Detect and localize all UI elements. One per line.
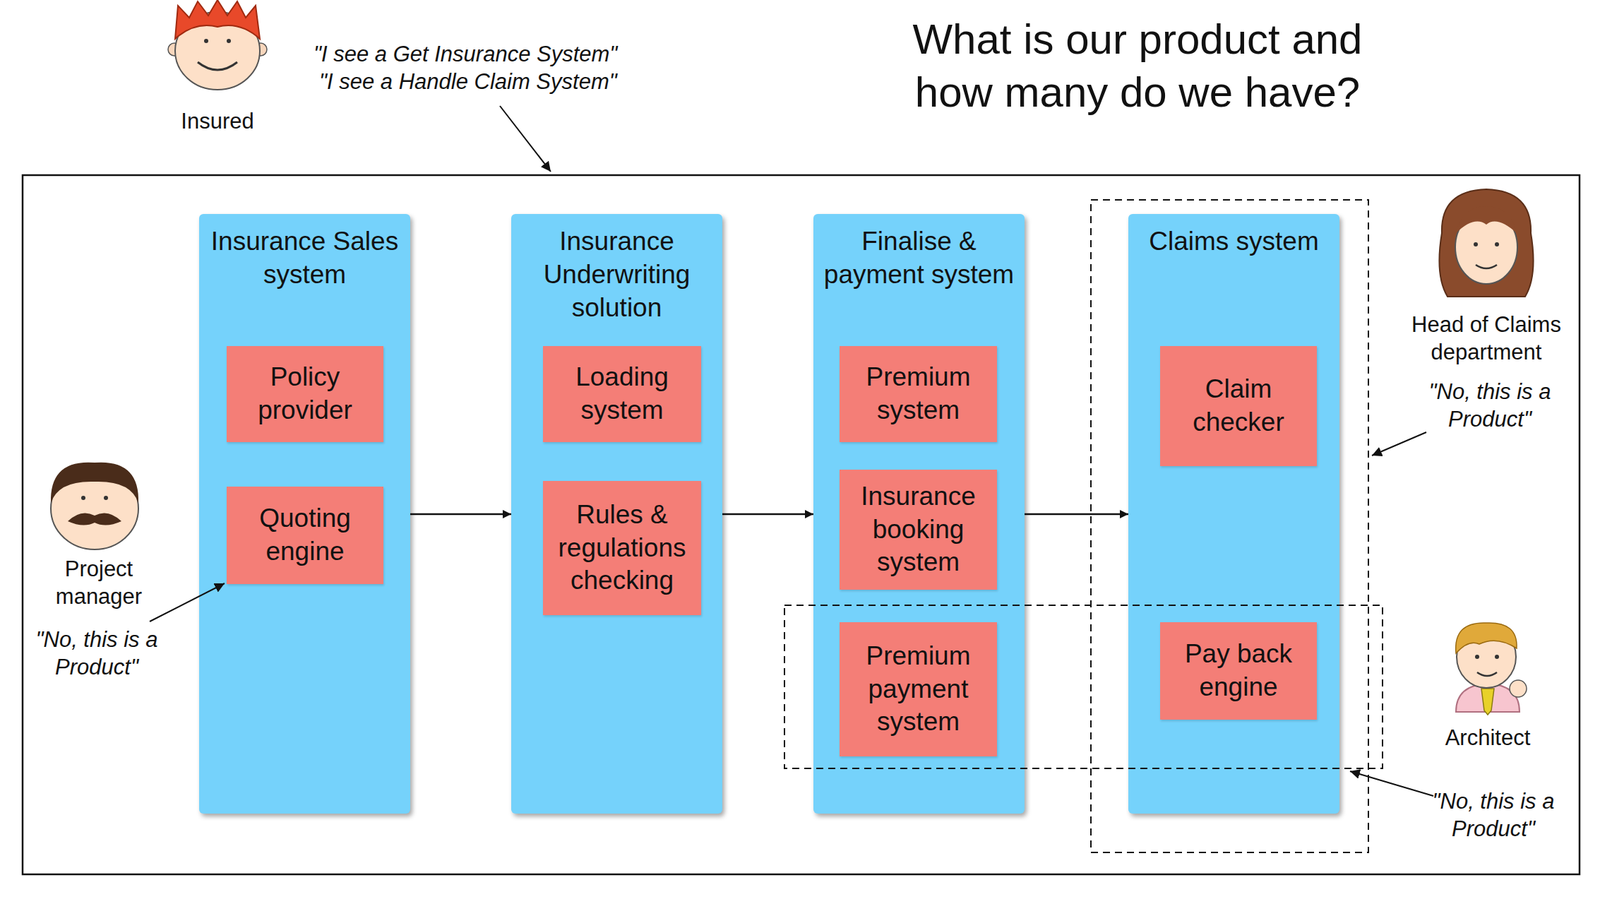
component-box: Claim checker <box>1160 345 1317 467</box>
person-label: Insured <box>146 107 289 135</box>
speech-quote: "I see a Handle Claim System" <box>319 67 687 96</box>
leader-arrow <box>1350 771 1434 796</box>
component-box: Quoting engine <box>226 486 384 584</box>
speech-quote: "No, this is a Product" <box>1426 377 1554 434</box>
column-heading: Insurance Sales system <box>199 213 411 292</box>
component-label: Pay back engine <box>1168 637 1309 704</box>
component-label: Rules & regulations checking <box>551 498 693 599</box>
system-column: Insurance Underwriting solutionLoading s… <box>511 213 723 814</box>
component-label: Insurance booking system <box>848 480 989 580</box>
component-label: Loading system <box>551 360 693 428</box>
component-box: Premium system <box>839 345 997 443</box>
dashed-product-boundary <box>1090 199 1369 853</box>
column-heading: Finalise & payment system <box>813 213 1025 292</box>
leader-arrow <box>1371 432 1427 456</box>
outer-frame <box>22 175 1580 875</box>
system-column: Insurance Sales systemPolicy providerQuo… <box>199 213 411 814</box>
system-column: Claims systemClaim checkerPay back engin… <box>1128 213 1340 814</box>
flow-arrow <box>1024 513 1129 516</box>
component-box: Rules & regulations checking <box>542 480 702 616</box>
component-box: Pay back engine <box>1160 622 1317 720</box>
speech-quote: "No, this is a Product" <box>33 625 161 682</box>
component-label: Claim checker <box>1168 372 1309 440</box>
component-box: Policy provider <box>226 345 384 443</box>
column-heading: Insurance Underwriting solution <box>511 213 723 325</box>
leader-arrow <box>149 583 225 622</box>
leader-arrow <box>499 105 551 172</box>
component-box: Premium payment system <box>839 622 997 757</box>
column-heading: Claims system <box>1128 213 1340 259</box>
insured-figure <box>168 0 267 90</box>
component-label: Premium system <box>848 360 989 428</box>
head-of-claims-figure <box>1439 189 1533 297</box>
component-label: Quoting engine <box>235 502 375 569</box>
speech-quote: "I see a Get Insurance System" <box>313 40 681 68</box>
system-column: Finalise & payment systemPremium systemI… <box>813 213 1025 814</box>
project-manager-figure <box>50 462 139 550</box>
person-label: Architect <box>1417 723 1559 752</box>
dashed-product-boundary <box>784 605 1383 769</box>
person-label: Head of Claims department <box>1401 310 1572 367</box>
flow-arrow <box>722 513 814 516</box>
component-label: Premium payment system <box>848 639 989 740</box>
speech-quote: "No, this is a Product" <box>1429 787 1557 844</box>
component-box: Loading system <box>542 345 702 443</box>
person-label: Project manager <box>38 554 159 611</box>
component-box: Insurance booking system <box>839 469 997 590</box>
component-label: Policy provider <box>235 360 375 428</box>
flow-arrow <box>410 513 512 516</box>
architect-figure <box>1455 622 1527 715</box>
diagram-title: What is our product and how many do we h… <box>869 12 1406 119</box>
